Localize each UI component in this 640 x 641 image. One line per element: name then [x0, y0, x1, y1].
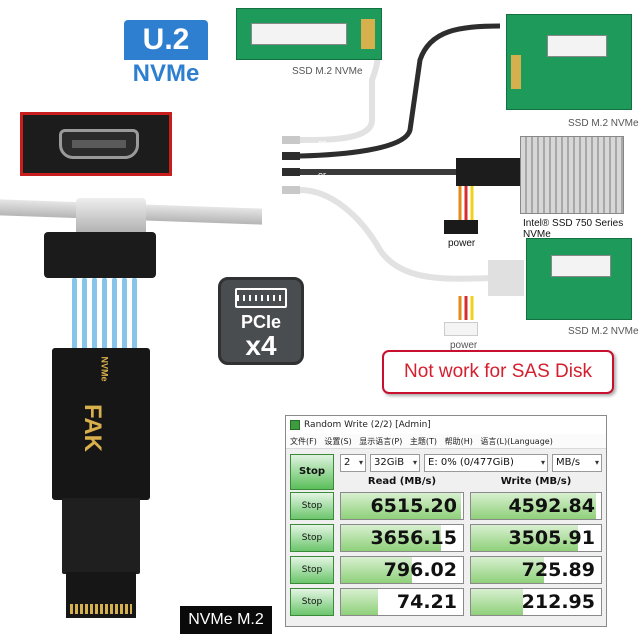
- cable-wire: [72, 278, 77, 368]
- m2-edge-connector: [66, 572, 136, 618]
- read-value-row-3: 796.02: [340, 556, 464, 584]
- menu-settings[interactable]: 设置(S): [324, 437, 352, 446]
- nvme-m2-caption: NVMe M.2: [180, 606, 272, 634]
- or-label: or: [318, 155, 327, 165]
- pcie-label: PCIe: [240, 312, 282, 332]
- test-size-select[interactable]: 32GiB▾: [370, 454, 420, 472]
- chevron-down-icon: ▾: [358, 458, 363, 467]
- cable-sleeve-top: [44, 232, 156, 278]
- m2-adapter-board-top-left: [236, 8, 382, 60]
- u2-nvme-badge: U.2 NVMe: [124, 20, 208, 88]
- chevron-down-icon: ▾: [412, 458, 417, 467]
- u2-badge-bottom: NVMe: [132, 60, 200, 87]
- sff-port-icon: [59, 129, 139, 159]
- stop-button-row-2[interactable]: Stop: [290, 524, 334, 552]
- read-value-row-4: 74.21: [340, 588, 464, 616]
- or-label: or: [318, 170, 327, 180]
- u2-badge-top: U.2: [124, 20, 208, 60]
- menu-theme[interactable]: 主题(T): [409, 437, 438, 446]
- cable-wire: [82, 278, 87, 368]
- cable-wire: [102, 278, 107, 368]
- write-value-row-2: 3505.91: [470, 524, 602, 552]
- cable-wire: [92, 278, 97, 368]
- caption-power-2: power: [450, 340, 478, 351]
- app-icon: [290, 420, 300, 430]
- m2-adapter-board-bottom: [526, 238, 632, 320]
- read-value-row-2: 3656.15: [340, 524, 464, 552]
- power-connector: [444, 220, 478, 234]
- menu-display-language[interactable]: 显示语言(P): [359, 437, 403, 446]
- stop-button-row-1[interactable]: Stop: [290, 492, 334, 520]
- pcb-sleeve: [62, 498, 140, 574]
- menu-bar: 文件(F) 设置(S) 显示语言(P) 主题(T) 帮助(H) 语言(L)(La…: [286, 434, 606, 449]
- window-title-bar[interactable]: Random Write (2/2) [Admin]: [286, 416, 606, 434]
- unit-select[interactable]: MB/s▾: [552, 454, 602, 472]
- cable-wire: [112, 278, 117, 368]
- port-zoom-inset: [20, 112, 172, 176]
- column-header-write: Write (MB/s): [500, 476, 572, 487]
- read-value-row-1: 6515.20: [340, 492, 464, 520]
- caption-ssd-top-left: SSD M.2 NVMe: [292, 66, 363, 77]
- benchmark-window: Random Write (2/2) [Admin] 文件(F) 设置(S) 显…: [285, 415, 607, 627]
- or-label: or: [318, 138, 327, 148]
- drive-select[interactable]: E: 0% (0/477GiB)▾: [424, 454, 548, 472]
- caption-ssd-bottom: SSD M.2 NVMe: [568, 326, 639, 337]
- power-connector: [444, 322, 478, 336]
- chevron-down-icon: ▾: [594, 458, 599, 467]
- caption-intel-ssd: Intel® SSD 750 Series NVMe: [523, 218, 624, 240]
- window-title: Random Write (2/2) [Admin]: [304, 420, 431, 430]
- write-value-row-3: 725.89: [470, 556, 602, 584]
- chip-icon: [235, 288, 287, 308]
- caption-ssd-top-right: SSD M.2 NVMe: [568, 118, 639, 129]
- bracket-connector: [76, 198, 146, 238]
- menu-language[interactable]: 语言(L)(Language): [480, 437, 553, 446]
- write-value-row-4: 212.95: [470, 588, 602, 616]
- pcie-lanes: x4: [245, 330, 277, 361]
- column-header-read: Read (MB/s): [367, 476, 437, 487]
- menu-file[interactable]: 文件(F): [290, 437, 317, 446]
- stop-all-button[interactable]: Stop: [290, 454, 334, 490]
- chevron-down-icon: ▾: [540, 458, 545, 467]
- menu-help[interactable]: 帮助(H): [444, 437, 473, 446]
- intel-ssd-750: [520, 136, 624, 214]
- stop-button-row-3[interactable]: Stop: [290, 556, 334, 584]
- cable-wire: [132, 278, 137, 368]
- test-count-select[interactable]: 2▾: [340, 454, 366, 472]
- cable-wire: [122, 278, 127, 368]
- caption-power-1: power: [448, 238, 476, 249]
- write-value-row-1: 4592.84: [470, 492, 602, 520]
- stop-button-row-4[interactable]: Stop: [290, 588, 334, 616]
- m2-adapter-board-top-right: [506, 14, 632, 110]
- warning-banner: Not work for SAS Disk: [382, 350, 614, 394]
- pcie-x4-badge: PCIe x4: [218, 277, 304, 365]
- adapter-pcb: FAK NVMe: [52, 348, 150, 500]
